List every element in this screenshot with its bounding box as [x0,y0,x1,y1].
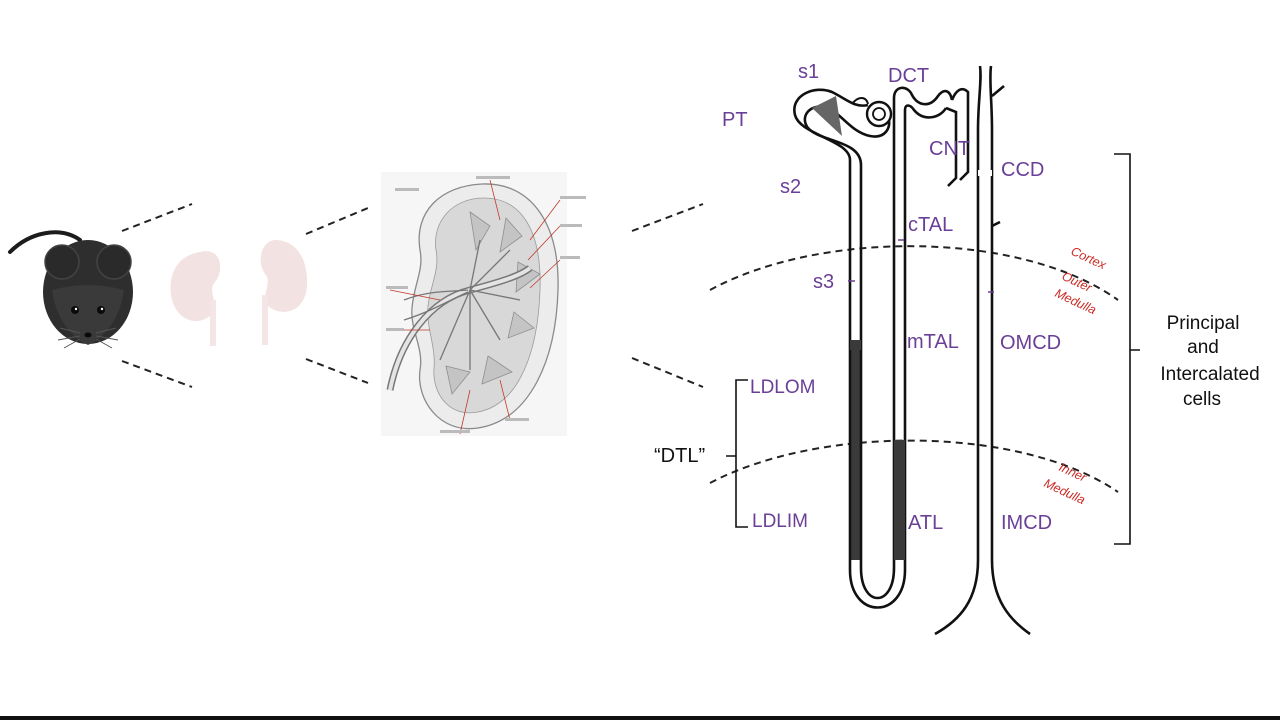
mouse-icon [8,230,133,349]
nephron-diagram: s1 DCT PT CNT CCD s2 cTAL s3 mTAL OMCD L… [654,61,1260,636]
segment-label-pt: PT [722,109,748,131]
zoom-line [305,207,369,235]
dtl-bracket [726,379,748,528]
segment-label-ldlim: LDLIM [752,511,808,532]
kidney-cross-section-illustration [381,172,586,436]
zoom-line [121,203,193,232]
proximal-tubule [793,88,869,350]
segment-label-omcd: OMCD [1000,332,1061,354]
zone-label-outer-medulla: Medulla [1053,286,1099,317]
zone-label-cortex: Cortex [1069,244,1109,273]
segment-label-ccd: CCD [1001,159,1044,181]
cells-label-line1: Principal [1167,313,1240,334]
cells-bracket [1114,153,1140,545]
segment-label-mtal: mTAL [907,331,959,353]
segment-label-cnt: CNT [929,138,970,160]
cortex-medulla-boundary [709,245,1119,301]
segment-label-s1: s1 [798,61,819,83]
cells-label-line4: cells [1183,389,1221,410]
segment-label-ldlom: LDLOM [750,377,815,398]
zoom-line [631,357,704,388]
segment-label-imcd: IMCD [1001,512,1052,534]
cells-label-line3: Intercalated [1160,364,1259,385]
segment-label-s2: s2 [780,176,801,198]
zoom-line [631,203,704,232]
zoom-line [305,358,369,384]
cells-label-line2: and [1187,337,1219,358]
segment-label-ctal: cTAL [908,214,953,236]
segment-label-atl: ATL [908,512,943,534]
glomerulus-icon [865,100,893,128]
s1-shade [812,96,842,136]
bottom-border [0,716,1280,720]
segment-label-s3: s3 [813,271,834,293]
zoom-line [121,360,193,388]
dtl-label: “DTL” [654,445,705,467]
zone-label-inner: Inner [1057,460,1089,485]
segment-label-dct: DCT [888,65,929,87]
outer-inner-medulla-boundary [709,439,1119,493]
kidney-icon [170,239,308,346]
